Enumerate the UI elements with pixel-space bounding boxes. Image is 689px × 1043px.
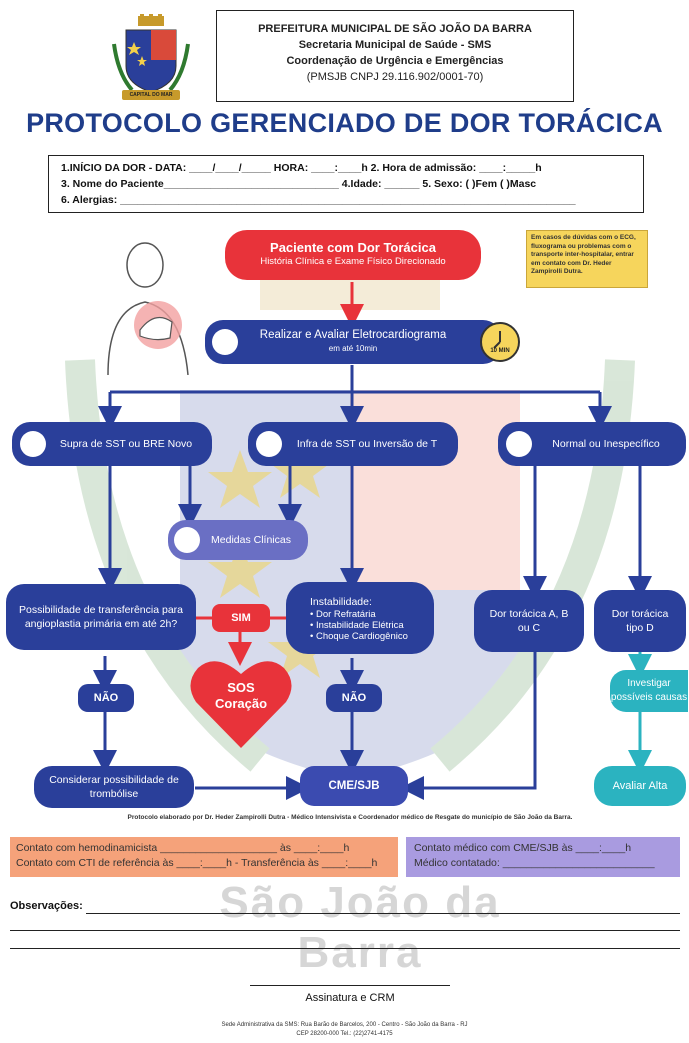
- header-line-3: Coordenação de Urgência e Emergências: [286, 55, 504, 67]
- no-node-2: NÃO: [326, 684, 382, 712]
- instability-item-1: • Dor Refratária: [310, 608, 376, 620]
- contact-hemodynamics: Contato com hemodinamicista ____________…: [16, 842, 350, 854]
- no-node-1: NÃO: [78, 684, 134, 712]
- contact-icu: Contato com CTI de referência às ____:__…: [16, 857, 378, 869]
- signature-line: [250, 985, 450, 986]
- instability-item-2-label: Instabilidade Elétrica: [315, 619, 404, 631]
- thrombolysis-label: Considerar possibilidade de trombólise: [49, 774, 179, 800]
- investigate-label: Investigar possíveis causas: [610, 678, 688, 703]
- chest-pain-abc-label: Dor torácica A, B ou C: [489, 608, 569, 634]
- patient-form: 1.INÍCIO DA DOR - DATA: ____/____/_____ …: [48, 155, 644, 213]
- thrombolysis-node: Considerar possibilidade de trombólise: [34, 766, 194, 808]
- header-box: PREFEITURA MUNICIPAL DE SÃO JOÃO DA BARR…: [216, 10, 574, 102]
- transfer-question-node: Possibilidade de transferência para angi…: [6, 584, 196, 650]
- start-node: Paciente com Dor Torácica História Clíni…: [225, 230, 481, 280]
- sos-label-line2: Coração: [214, 696, 268, 711]
- branch-st-depression: Infra de SST ou Inversão de T: [248, 422, 458, 466]
- contact-box-left: Contato com hemodinamicista ____________…: [10, 837, 398, 877]
- branch-st-depression-label: Infra de SST ou Inversão de T: [296, 438, 438, 450]
- observations-label: Observações:: [10, 900, 83, 912]
- clinical-measures-label: Medidas Clínicas: [211, 534, 291, 546]
- branch-normal-label: Normal ou Inespecífico: [552, 438, 660, 450]
- heart-icon: [190, 661, 292, 748]
- contact-cme: Contato médico com CME/SJB às ____:____h: [414, 842, 632, 854]
- observation-line-1: [86, 913, 680, 914]
- seal-text: CAPITAL DO MAR: [129, 92, 173, 98]
- no-label-2: NÃO: [341, 692, 367, 704]
- branch-st-elevation-circle: [20, 431, 46, 457]
- instability-item-2: • Instabilidade Elétrica: [310, 619, 404, 631]
- clock-icon: 10 MIN: [480, 322, 520, 362]
- header-line-4: (PMSJB CNPJ 29.116.902/0001-70): [306, 71, 484, 83]
- sos-label: SOS Coração: [188, 680, 294, 712]
- footer-contact: CEP 28200-000 Tel.: (22)2741-4175: [296, 1031, 393, 1037]
- no-label-1: NÃO: [93, 692, 119, 704]
- watermark-text: São João da Barra: [219, 878, 501, 977]
- branch-normal: Normal ou Inespecífico: [498, 422, 686, 466]
- instability-item-1-label: Dor Refratária: [315, 608, 376, 620]
- chest-pain-abc-node: Dor torácica A, B ou C: [474, 590, 584, 652]
- yes-label: SIM: [231, 612, 251, 624]
- cme-label: CME/SJB: [328, 780, 380, 792]
- header-line-1: PREFEITURA MUNICIPAL DE SÃO JOÃO DA BARR…: [258, 23, 532, 35]
- clock-label: 10 MIN: [490, 348, 510, 354]
- observation-line-3: [10, 948, 680, 949]
- start-node-title: Paciente com Dor Torácica: [270, 240, 436, 255]
- form-row-onset: 1.INÍCIO DA DOR - DATA: ____/____/_____ …: [61, 162, 542, 174]
- transfer-question-label: Possibilidade de transferência para angi…: [18, 604, 184, 630]
- chest-pain-patient-illustration: [107, 242, 189, 375]
- branch-st-elevation-label: Supra de SST ou BRE Novo: [59, 438, 193, 450]
- start-node-subtitle: História Clínica e Exame Físico Direcion…: [260, 256, 446, 267]
- ecg-node-subtitle: em até 10min: [328, 344, 378, 353]
- branch-st-depression-circle: [256, 431, 282, 457]
- instability-title: Instabilidade:: [310, 595, 372, 608]
- chest-pain-d-label: Dor torácica tipo D: [611, 608, 669, 634]
- sos-label-line1: SOS: [227, 680, 255, 695]
- contact-box-right: Contato médico com CME/SJB às ____:____h…: [406, 837, 680, 877]
- discharge-node: Avaliar Alta: [594, 766, 686, 806]
- protocol-credit: Protocolo elaborado por Dr. Heder Zampir…: [127, 814, 573, 821]
- yes-node: SIM: [212, 604, 270, 632]
- chest-pain-d-node: Dor torácica tipo D: [594, 590, 686, 652]
- instability-item-3-label: Choque Cardiogênico: [315, 630, 408, 642]
- signature-label: Assinatura e CRM: [305, 992, 395, 1004]
- investigate-node: Investigar possíveis causas: [610, 670, 688, 712]
- instability-node: Instabilidade: • Dor Refratária • Instab…: [286, 582, 434, 654]
- cme-node: CME/SJB: [300, 766, 408, 806]
- page-title: PROTOCOLO GERENCIADO DE DOR TORÁCICA: [26, 108, 663, 138]
- contact-note: Em casos de dúvidas com o ECG, fluxogram…: [526, 230, 648, 288]
- contact-doctor: Médico contatado: ______________________…: [414, 857, 655, 869]
- ecg-node-title: Realizar e Avaliar Eletrocardiograma: [259, 329, 447, 341]
- branch-normal-circle: [506, 431, 532, 457]
- form-row-allergies: 6. Alergias: ___________________________…: [61, 194, 576, 206]
- observation-line-2: [10, 930, 680, 931]
- form-row-patient: 3. Nome do Paciente_____________________…: [61, 178, 537, 190]
- header-line-2: Secretaria Municipal de Saúde - SMS: [298, 39, 492, 51]
- ecg-node-circle: [212, 329, 238, 355]
- instability-item-3: • Choque Cardiogênico: [310, 630, 408, 642]
- ecg-node: Realizar e Avaliar Eletrocardiograma em …: [205, 320, 501, 364]
- footer-address: Sede Administrativa da SMS: Rua Barão de…: [221, 1022, 468, 1028]
- coat-of-arms-logo: CAPITAL DO MAR: [112, 14, 190, 102]
- clinical-measures-circle: [174, 527, 200, 553]
- discharge-label: Avaliar Alta: [612, 780, 668, 792]
